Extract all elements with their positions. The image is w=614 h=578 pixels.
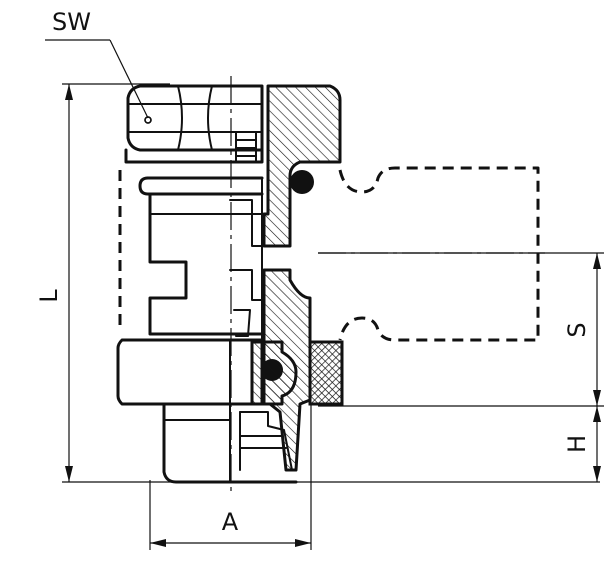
sw-leader	[45, 39, 152, 124]
label-h: H	[563, 435, 591, 453]
lower-ring	[116, 338, 264, 406]
label-sw: SW	[52, 8, 91, 36]
sectioned-body	[262, 84, 342, 472]
collet-teeth	[235, 131, 257, 163]
sw-reference-dot	[144, 116, 152, 124]
dimension-s	[318, 252, 604, 407]
label-s: S	[563, 322, 591, 337]
dimension-h	[593, 406, 601, 482]
nut-lower-ring	[124, 148, 264, 164]
label-a: A	[222, 508, 239, 536]
body-outer	[138, 176, 265, 341]
o-ring-upper	[290, 170, 314, 194]
phantom-mounting-outline	[118, 166, 540, 342]
dimension-a	[149, 404, 312, 550]
knurled-ring	[308, 340, 344, 406]
dimension-l	[62, 83, 600, 483]
label-l: L	[35, 289, 63, 303]
threaded-stem	[162, 402, 298, 484]
